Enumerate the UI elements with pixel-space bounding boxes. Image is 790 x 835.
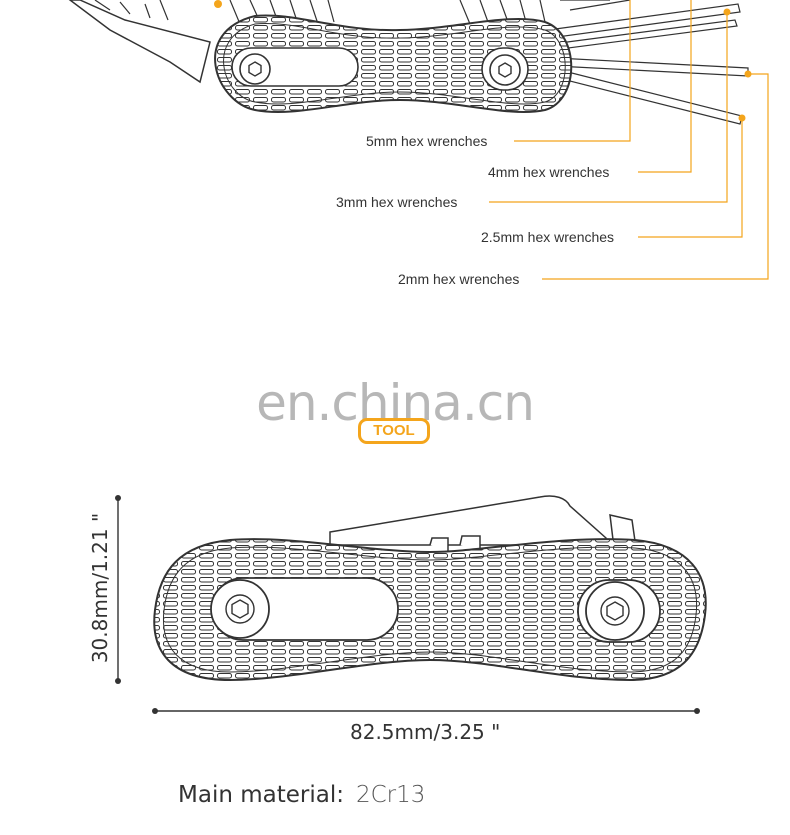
callout-leaders: [489, 0, 769, 280]
bottom-tool-illustration: [153, 495, 707, 682]
material-value: 2Cr13: [355, 782, 426, 808]
watermark: en.china.cn: [256, 374, 535, 432]
tool-badge: TOOL: [358, 418, 430, 444]
material-spec: Main material: 2Cr13: [178, 782, 425, 808]
callout-2mm-hex: 2mm hex wrenches: [398, 271, 520, 287]
width-dimension-label: 82.5mm/3.25 ": [350, 720, 501, 744]
material-label: Main material:: [178, 782, 344, 808]
height-dimension-label: 30.8mm/1.21 ": [88, 512, 112, 664]
callout-4mm-hex: 4mm hex wrenches: [488, 164, 610, 180]
height-dimension-line: [115, 495, 121, 684]
callout-3mm-hex: 3mm hex wrenches: [336, 194, 458, 210]
width-dimension-line: [152, 708, 700, 714]
callout-dots: [723, 8, 752, 122]
top-tool-illustration: [68, 0, 749, 125]
callout-5mm-hex: 5mm hex wrenches: [366, 133, 488, 149]
callout-2-5mm-hex: 2.5mm hex wrenches: [481, 229, 615, 245]
